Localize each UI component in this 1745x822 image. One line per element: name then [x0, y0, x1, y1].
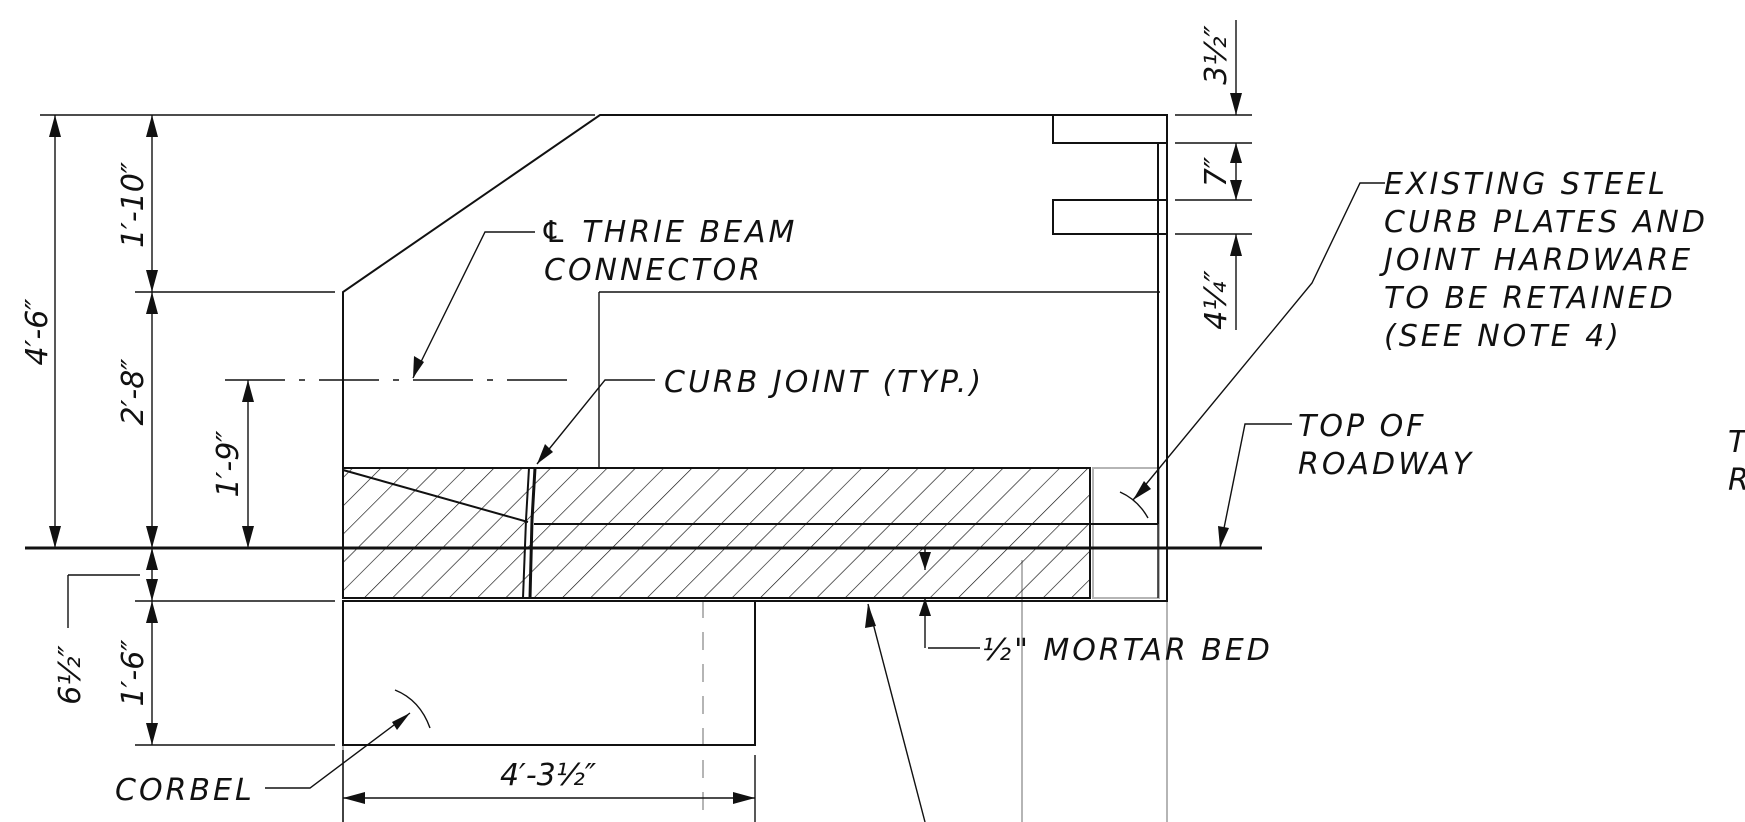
leader-lines	[67, 182, 1385, 822]
corbel-block	[342, 600, 756, 746]
top-of-roadway-label-line2: ROADWAY	[1298, 447, 1474, 482]
cut-off-label-line1: T	[1728, 425, 1745, 460]
top-of-roadway-label-line1: TOP OF	[1298, 409, 1426, 444]
thrie-beam-label-line2: CONNECTOR	[544, 253, 763, 288]
curb-blocks	[342, 467, 1158, 599]
dim-overall-height: 4′-6″	[20, 298, 55, 366]
dim-plate-spacing: 7″	[1199, 156, 1234, 187]
dim-middle-height: 2′-8″	[116, 358, 151, 426]
label-texts: ℄ THRIE BEAM CONNECTOR CURB JOINT (TYP.)…	[115, 167, 1745, 808]
steel-curb-plate-top	[1052, 114, 1168, 144]
dim-top-offset: 3½″	[1199, 25, 1234, 85]
dimension-lines	[49, 20, 1242, 804]
thrie-beam-label-line1: ℄ THRIE BEAM	[540, 215, 797, 250]
existing-plates-label-line3: JOINT HARDWARE	[1379, 243, 1693, 278]
existing-plates-label-line5: (SEE NOTE 4)	[1384, 319, 1622, 354]
dim-corbel-height: 1′-6″	[116, 639, 151, 707]
dim-corbel-width: 4′-3½″	[500, 758, 597, 793]
dimension-texts: 4′-6″ 1′-10″ 2′-8″ 1′-9″ 6½″ 1′-6″ 4′-3½…	[20, 25, 1234, 793]
structure-outline	[25, 114, 1262, 746]
mortar-bed-label: ½" MORTAR BED	[982, 633, 1273, 668]
cut-off-label-line2: R	[1728, 463, 1745, 498]
corbel-label: CORBEL	[115, 773, 255, 808]
steel-curb-plate-bottom	[1052, 199, 1168, 235]
dim-centerline-height: 1′-9″	[211, 430, 246, 498]
dim-lower-offset: 4¼″	[1199, 270, 1234, 330]
curb-joint-label: CURB JOINT (TYP.)	[664, 365, 984, 400]
existing-plates-label-line2: CURB PLATES AND	[1384, 205, 1708, 240]
dim-slab-depth: 6½″	[53, 645, 88, 705]
extension-lines	[40, 114, 1252, 822]
dim-upper-height: 1′-10″	[116, 161, 151, 248]
existing-plates-label-line4: TO BE RETAINED	[1384, 281, 1676, 316]
existing-plates-label-line1: EXISTING STEEL	[1384, 167, 1668, 202]
